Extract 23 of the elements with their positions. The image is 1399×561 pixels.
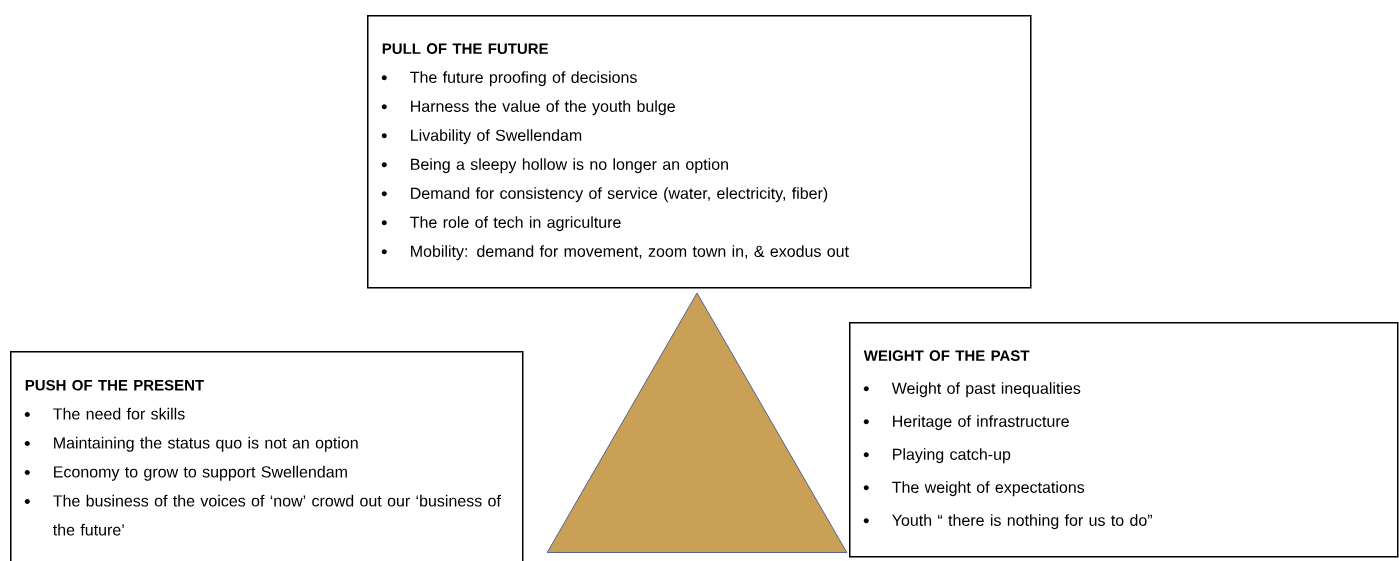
bullet-item: Economy to grow to support Swellendam — [54, 465, 347, 481]
triangle-shape — [546, 292, 848, 553]
bullet-item: The weight of expectations — [892, 481, 1085, 497]
box-heading: PULL OF THE FUTURE — [382, 43, 548, 54]
bullet-item: The need for skills — [53, 407, 185, 420]
bullet-item: Demand for consistency of service (water, electricity, fiber) — [411, 187, 828, 203]
text-box — [367, 15, 1032, 289]
bullet-item: Playing catch-up — [893, 448, 1011, 464]
bullet-item: Mobility: demand for movement, zoom town in, & exodus out — [411, 245, 849, 261]
bullet-item: The role of tech in agriculture — [410, 216, 621, 232]
bullet-item: The business of the voices of ‘now’ crowd out our ‘business of the future’ — [53, 494, 501, 536]
bullet-item: Heritage of infrastructure — [893, 415, 1069, 431]
text-box — [10, 351, 524, 561]
bullet-item: Being a sleepy hollow is no longer an option — [411, 158, 728, 174]
box-heading: WEIGHT OF THE PAST — [863, 350, 1030, 361]
bullet-item: Youth “ there is nothing for us to do” — [892, 514, 1152, 530]
text-box — [849, 322, 1399, 558]
box-heading: PUSH OF THE PRESENT — [25, 379, 204, 391]
bullet-item: Livability of Swellendam — [411, 129, 582, 145]
bullet-item: Harness the value of the youth bulge — [411, 100, 675, 116]
bullet-item: Weight of past inequalities — [891, 382, 1081, 398]
bullet-item: The future proofing of decisions — [410, 71, 637, 87]
bullet-item: Maintaining the status quo is not an option — [54, 436, 358, 452]
